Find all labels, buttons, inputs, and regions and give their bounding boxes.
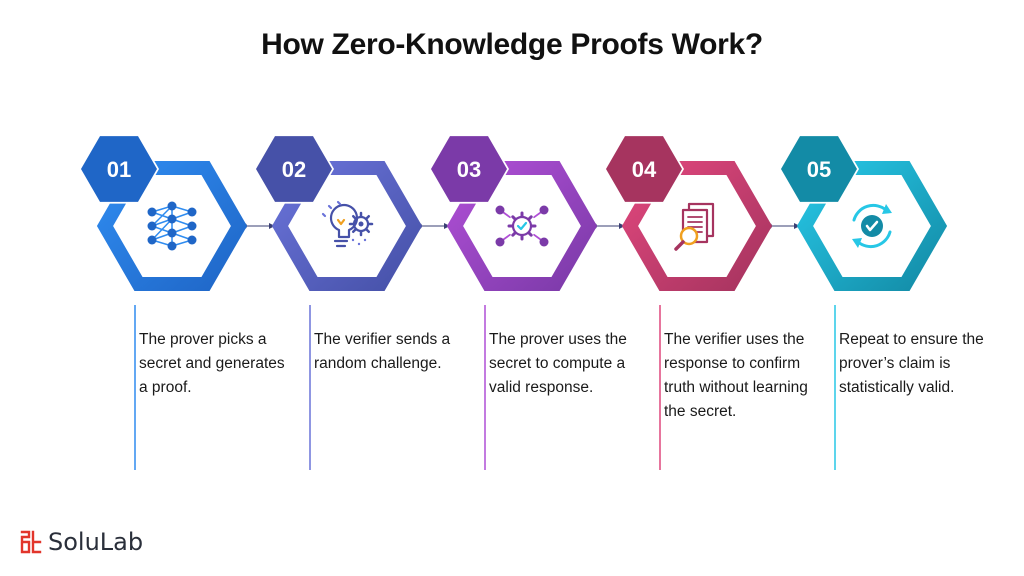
step-description-04: The verifier uses the response to confir… bbox=[664, 328, 814, 424]
step-hexagon bbox=[271, 161, 423, 291]
step-description-text: The prover picks a secret and generates … bbox=[139, 331, 285, 396]
logo-text: SoluLab bbox=[48, 528, 144, 556]
solulab-logo: SoluLab bbox=[20, 528, 143, 556]
solulab-logo-icon bbox=[20, 530, 42, 554]
step-hexagon bbox=[96, 161, 248, 291]
step-description-01: The prover picks a secret and generates … bbox=[139, 328, 289, 400]
neural-network-icon bbox=[147, 201, 197, 251]
step-01: 01 bbox=[79, 134, 248, 470]
page-title: How Zero-Knowledge Proofs Work? bbox=[261, 28, 763, 61]
step-number-badge bbox=[256, 136, 332, 202]
step-description-text: Repeat to ensure the prover’s claim is s… bbox=[839, 331, 984, 396]
step-description-text: The verifier sends a random challenge. bbox=[314, 331, 451, 372]
step-description-03: The prover uses the secret to compute a … bbox=[489, 328, 639, 400]
step-hexagon bbox=[796, 161, 948, 291]
step-description-02: The verifier sends a random challenge. bbox=[314, 328, 464, 376]
step-number: 01 bbox=[107, 157, 131, 182]
step-hexagon bbox=[621, 161, 773, 291]
lightbulb-gear-icon bbox=[321, 200, 374, 248]
step-description-05: Repeat to ensure the prover’s claim is s… bbox=[839, 328, 989, 400]
step-hexagon bbox=[446, 161, 598, 291]
gear-network-icon bbox=[495, 205, 549, 247]
step-05: 05 bbox=[779, 134, 948, 470]
document-search-icon bbox=[674, 202, 715, 251]
step-02: 02 bbox=[254, 134, 423, 470]
step-number: 03 bbox=[457, 157, 481, 182]
step-description-text: The verifier uses the response to confir… bbox=[664, 331, 808, 420]
step-number-badge bbox=[781, 136, 857, 202]
step-number-badge bbox=[431, 136, 507, 202]
step-number: 04 bbox=[632, 157, 657, 182]
step-number: 05 bbox=[807, 157, 831, 182]
refresh-check-icon bbox=[852, 203, 892, 249]
step-number-badge bbox=[81, 136, 157, 202]
step-03: 03 bbox=[429, 134, 598, 470]
step-04: 04 bbox=[604, 134, 773, 470]
step-number: 02 bbox=[282, 157, 306, 182]
step-number-badge bbox=[606, 136, 682, 202]
step-description-text: The prover uses the secret to compute a … bbox=[489, 331, 627, 396]
